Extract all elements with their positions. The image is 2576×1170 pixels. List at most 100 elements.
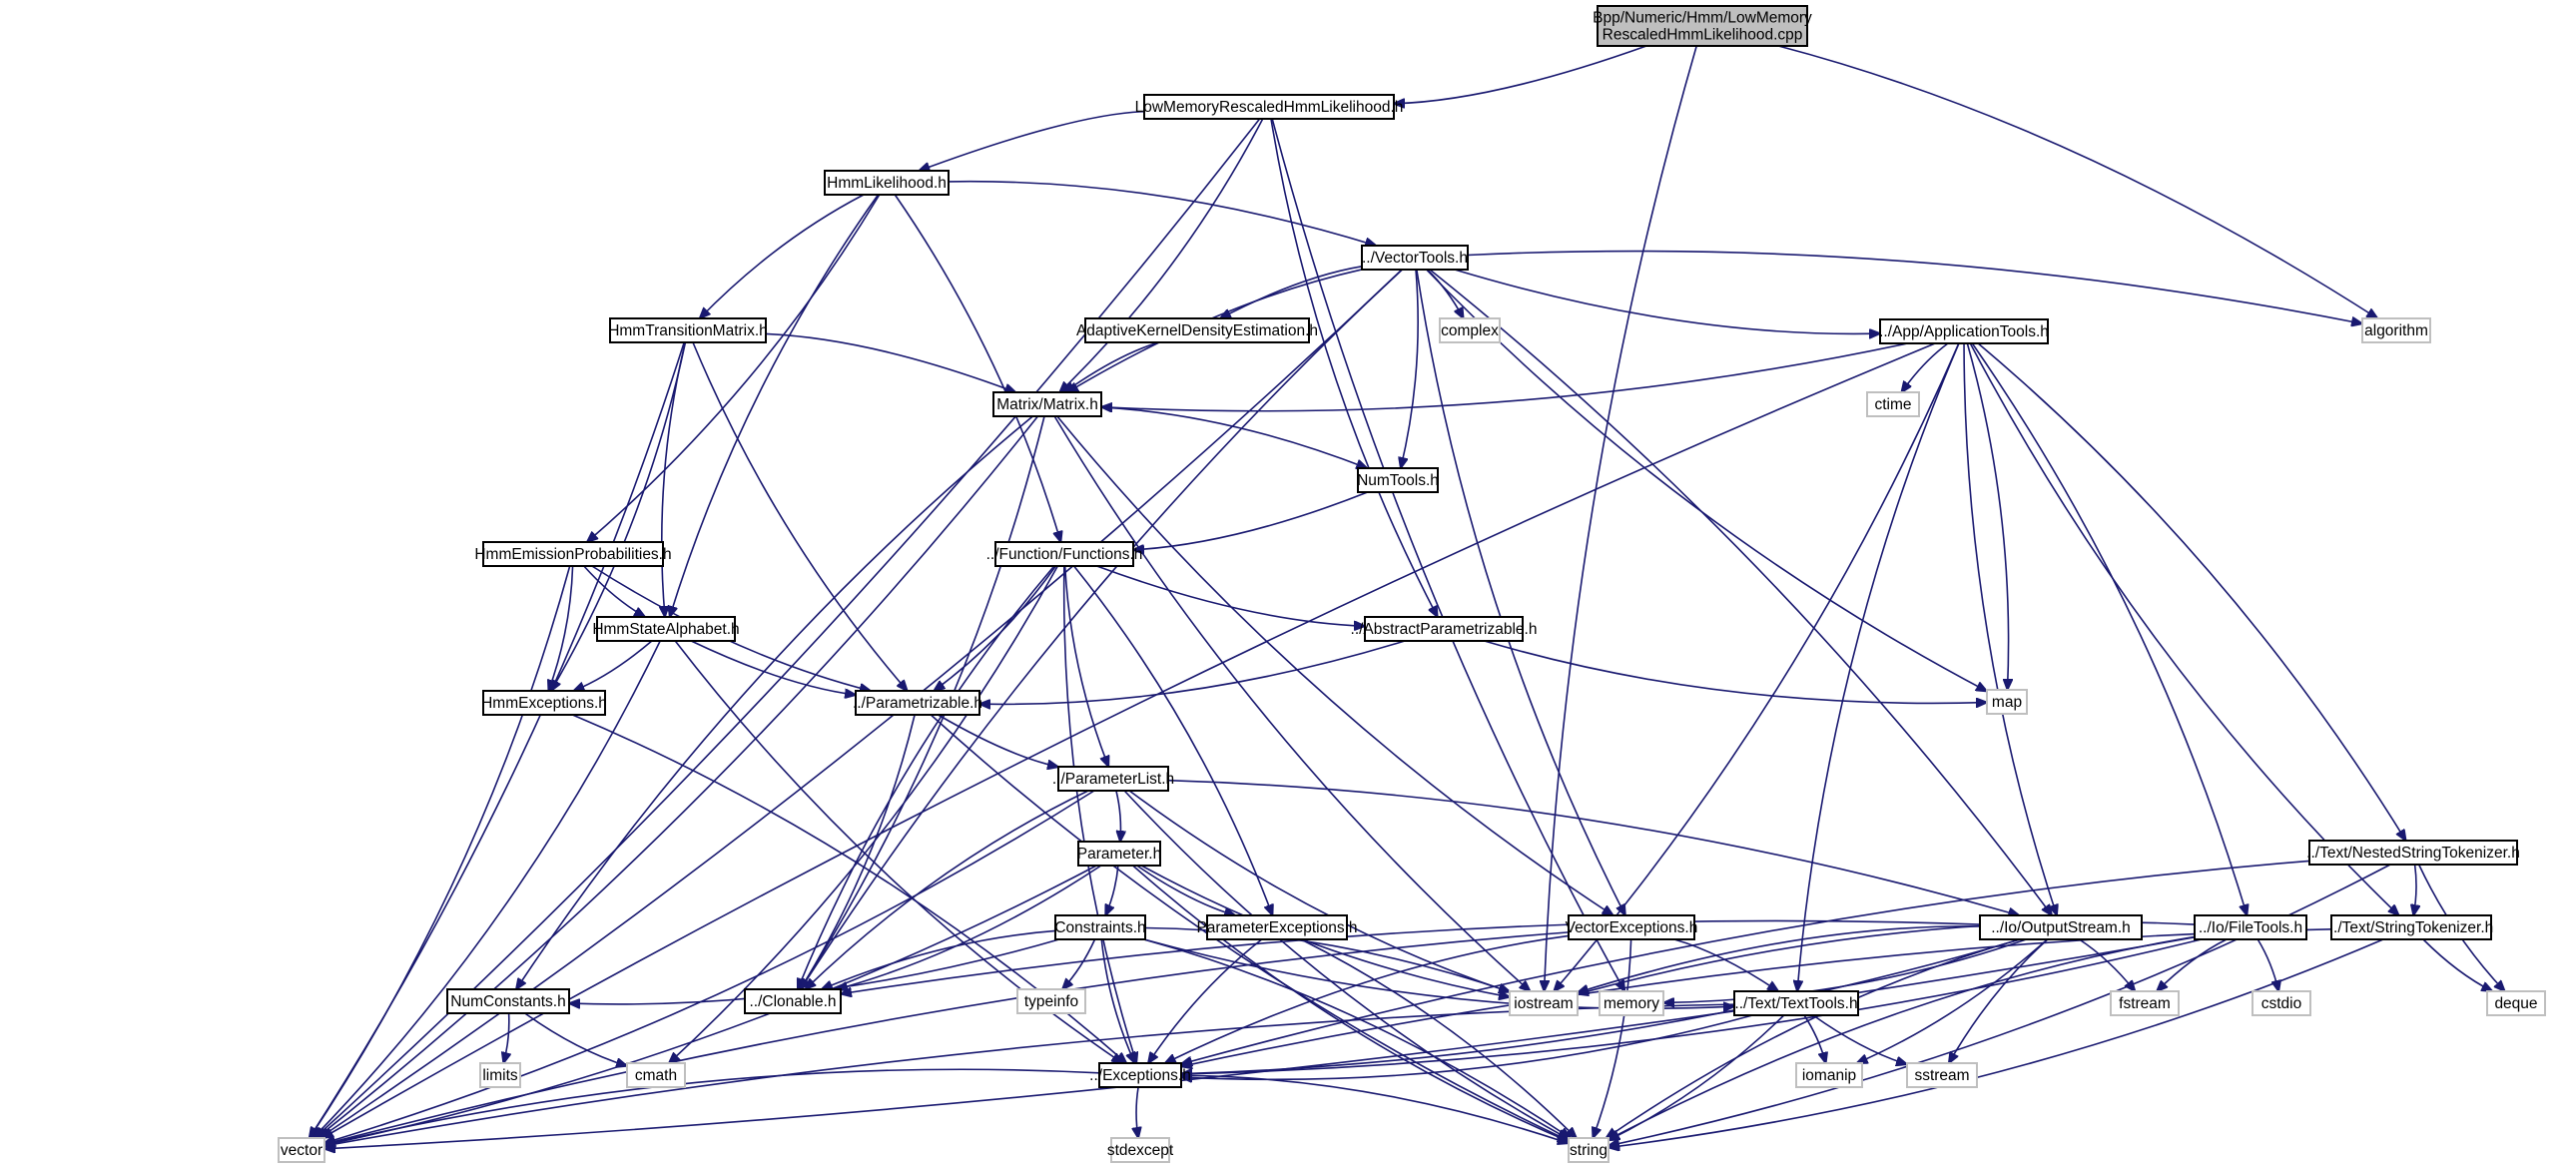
node-box-akde[interactable] xyxy=(1084,317,1310,343)
edge-apptools-to-filetools xyxy=(1971,342,2247,915)
node-box-hmmtm[interactable] xyxy=(609,317,767,343)
node-label-vectortools: ../VectorTools.h xyxy=(1362,250,1468,267)
node-box-numtools[interactable] xyxy=(1357,467,1439,493)
node-box-paramlist[interactable] xyxy=(1057,766,1169,792)
node-functions[interactable]: ../Function/Functions.h xyxy=(986,541,1143,567)
edge-akde-to-matrix xyxy=(1064,341,1159,392)
node-abstractparam[interactable]: ../AbstractParametrizable.h xyxy=(1351,616,1538,642)
edge-vectortools-to-vectorexc xyxy=(1416,269,1625,915)
node-box-constraints[interactable] xyxy=(1054,914,1146,940)
node-vectortools[interactable]: ../VectorTools.h xyxy=(1361,245,1469,271)
node-root[interactable]: Bpp/Numeric/Hmm/LowMemoryRescaledHmmLike… xyxy=(1593,5,1812,47)
node-label-hmmexc: HmmExceptions.h xyxy=(481,695,607,712)
node-box-hmmep[interactable] xyxy=(482,541,664,567)
node-label-hmmsa: HmmStateAlphabet.h xyxy=(592,621,739,638)
node-box-numconst[interactable] xyxy=(446,988,570,1014)
node-hmml[interactable]: HmmLikelihood.h xyxy=(824,170,950,196)
node-box-deque xyxy=(2486,990,2546,1016)
node-paramlist[interactable]: ../ParameterList.h xyxy=(1052,766,1174,792)
node-label-hmmtm: HmmTransitionMatrix.h xyxy=(608,322,768,339)
edge-hmmsa-to-vector xyxy=(314,640,661,1138)
node-filetools[interactable]: ../Io/FileTools.h xyxy=(2194,914,2307,940)
edge-hmmsa-to-hmmexc xyxy=(573,640,653,691)
node-box-outputstream[interactable] xyxy=(1979,914,2143,940)
node-paramexc[interactable]: ParameterExceptions.h xyxy=(1196,914,1358,940)
node-box-exceptions[interactable] xyxy=(1098,1062,1182,1088)
node-hmmtm[interactable]: HmmTransitionMatrix.h xyxy=(608,317,768,343)
node-label-numconst: NumConstants.h xyxy=(450,993,565,1010)
node-constraints[interactable]: Constraints.h xyxy=(1054,914,1146,940)
node-strtok[interactable]: ../Text/StringTokenizer.h xyxy=(2329,914,2494,940)
node-parameter[interactable]: Parameter.h xyxy=(1077,841,1161,867)
edge-parameter-to-constraints xyxy=(1105,865,1119,915)
node-box-hmmexc[interactable] xyxy=(482,690,606,716)
node-algorithm: algorithm xyxy=(2361,317,2431,343)
node-box-apptools[interactable] xyxy=(1879,318,2049,344)
edge-hmmtm-to-hmmsa xyxy=(662,341,686,617)
node-hmmexc[interactable]: HmmExceptions.h xyxy=(481,690,607,716)
node-box-string xyxy=(1568,1137,1610,1163)
edge-root-to-iostream xyxy=(1544,45,1697,991)
node-map: map xyxy=(1986,689,2028,715)
edge-numconst-to-limits xyxy=(503,1012,509,1063)
node-akde[interactable]: AdaptiveKernelDensityEstimation.h xyxy=(1076,317,1318,343)
edge-outputstream-to-string xyxy=(1607,938,2020,1138)
node-label-sstream: sstream xyxy=(1914,1067,1969,1084)
edge-filetools-to-fstream xyxy=(2157,938,2228,991)
node-hmmsa[interactable]: HmmStateAlphabet.h xyxy=(592,616,740,642)
edge-matrix-to-iostream xyxy=(1053,415,1530,991)
edge-hmml-to-hmmtm xyxy=(700,194,865,318)
edge-abstractparam-to-parametrizable xyxy=(979,640,1406,704)
node-box-root[interactable] xyxy=(1597,5,1808,47)
node-label-numtools: NumTools.h xyxy=(1357,472,1439,489)
node-box-hmml[interactable] xyxy=(824,170,950,196)
edges-layer xyxy=(310,45,2505,1149)
node-parametrizable[interactable]: ../Parametrizable.h xyxy=(853,690,982,716)
node-clonable[interactable]: ../Clonable.h xyxy=(744,988,842,1014)
node-box-limits xyxy=(479,1062,521,1088)
node-label-filetools: ../Io/FileTools.h xyxy=(2199,919,2302,936)
edge-outputstream-to-clonable xyxy=(841,919,1981,993)
node-outputstream[interactable]: ../Io/OutputStream.h xyxy=(1979,914,2143,940)
node-numtools[interactable]: NumTools.h xyxy=(1357,467,1439,493)
node-vectorexc[interactable]: VectorExceptions.h xyxy=(1566,914,1698,940)
edge-functions-to-cmath xyxy=(669,565,1059,1063)
node-box-filetools[interactable] xyxy=(2194,914,2307,940)
node-texttools[interactable]: ../Text/TextTools.h xyxy=(1733,990,1859,1016)
node-label-hmml: HmmLikelihood.h xyxy=(827,175,947,192)
node-label-vectorexc: VectorExceptions.h xyxy=(1566,919,1698,936)
node-box-texttools[interactable] xyxy=(1733,990,1859,1016)
node-box-matrix[interactable] xyxy=(992,391,1102,417)
edge-hmmep-to-hmmexc xyxy=(548,565,574,691)
node-box-hmmsa[interactable] xyxy=(596,616,736,642)
edge-vectorexc-to-texttools xyxy=(1673,938,1778,991)
node-label-string: string xyxy=(1570,1142,1608,1159)
node-box-abstractparam[interactable] xyxy=(1364,616,1524,642)
node-exceptions[interactable]: ../Exceptions.h xyxy=(1089,1062,1191,1088)
node-iomanip: iomanip xyxy=(1795,1062,1863,1088)
node-label-iomanip: iomanip xyxy=(1802,1067,1856,1084)
node-box-strtok[interactable] xyxy=(2330,914,2492,940)
edge-strtok-to-string xyxy=(1609,938,2384,1147)
node-apptools[interactable]: ../App/ApplicationTools.h xyxy=(1879,318,2049,344)
node-label-outputstream: ../Io/OutputStream.h xyxy=(1991,919,2131,936)
edge-numconst-to-cmath xyxy=(524,1012,627,1066)
node-matrix[interactable]: Matrix/Matrix.h xyxy=(992,391,1102,417)
node-nested[interactable]: ../Text/NestedStringTokenizer.h xyxy=(2306,840,2520,866)
node-box-clonable[interactable] xyxy=(744,988,842,1014)
node-lmrhl[interactable]: LowMemoryRescaledHmmLikelihood.h xyxy=(1135,94,1404,120)
node-box-lmrhl[interactable] xyxy=(1143,94,1395,120)
node-label-fstream: fstream xyxy=(2119,995,2171,1012)
node-box-functions[interactable] xyxy=(994,541,1134,567)
edge-apptools-to-strtok xyxy=(1969,342,2398,915)
node-box-nested[interactable] xyxy=(2308,840,2518,866)
node-hmmep[interactable]: HmmEmissionProbabilities.h xyxy=(474,541,672,567)
node-label-map: map xyxy=(1992,694,2022,711)
node-numconst[interactable]: NumConstants.h xyxy=(446,988,570,1014)
node-box-paramexc[interactable] xyxy=(1206,914,1348,940)
node-box-parametrizable[interactable] xyxy=(855,690,980,716)
edge-hmml-to-hmmep xyxy=(587,194,881,542)
node-box-parameter[interactable] xyxy=(1077,841,1161,867)
node-box-vectortools[interactable] xyxy=(1361,245,1469,271)
node-box-vectorexc[interactable] xyxy=(1568,914,1695,940)
